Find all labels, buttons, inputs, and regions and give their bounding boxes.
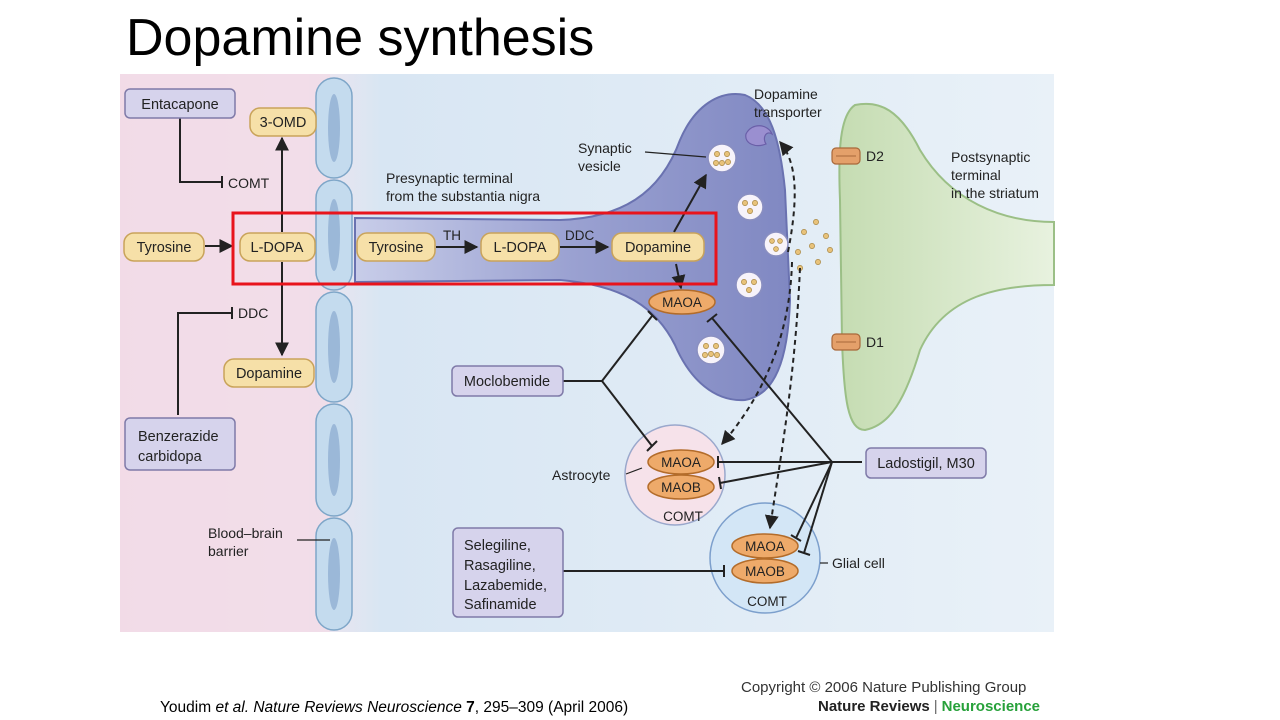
glial-cell-label: Glial cell	[832, 555, 885, 571]
journal-brand: Nature Reviews|Neuroscience	[818, 698, 1040, 715]
blood-brain-barrier-cells	[315, 77, 353, 631]
ldopa-left-box	[239, 232, 316, 262]
tyrosine-mid-label: Tyrosine	[369, 240, 424, 256]
moclobemide-label: Moclobemide	[464, 374, 550, 390]
maoa-presynaptic	[648, 289, 716, 315]
postsynaptic-label-line3: in the striatum	[951, 185, 1039, 201]
ldopa-mid-label: L-DOPA	[494, 240, 547, 256]
dopamine-left-box	[223, 358, 315, 388]
slide-title: Dopamine synthesis	[126, 9, 595, 67]
postsynaptic-label-line1: Postsynaptic	[951, 149, 1030, 165]
dopamine-molecules	[702, 151, 833, 358]
postsynaptic-label-line2: terminal	[951, 167, 1001, 183]
blood-brain-barrier-label-line1: Blood–brain	[208, 525, 283, 541]
presynaptic-label-line1: Presynaptic terminal	[386, 170, 513, 186]
three-omd-label: 3-OMD	[260, 115, 307, 131]
maob-astrocyte	[647, 474, 715, 500]
comt-glial-label: COMT	[747, 594, 787, 609]
th-label: TH	[443, 228, 461, 243]
benzerazide-label-line2: carbidopa	[138, 449, 203, 465]
citation: Youdim et al. Nature Reviews Neuroscienc…	[160, 699, 628, 717]
entacapone-label: Entacapone	[141, 97, 218, 113]
citation-volume: 7	[466, 699, 475, 716]
dashed-reuptake-arrows	[721, 140, 801, 530]
maob-glial-label: MAOB	[745, 564, 785, 579]
selegiline-label-line4: Safinamide	[464, 597, 537, 613]
highlight-box	[231, 211, 718, 286]
ldopa-left-label: L-DOPA	[251, 240, 304, 256]
ldopa-mid-box	[480, 232, 560, 262]
comt-astrocyte-label: COMT	[663, 509, 703, 524]
dopamine-transporter-label-line1: Dopamine	[754, 86, 818, 102]
tyrosine-left-box	[123, 232, 205, 262]
citation-pages: , 295–309 (April 2006)	[474, 699, 629, 716]
citation-journal: et al. Nature Reviews Neuroscience	[215, 699, 462, 716]
tyrosine-left-label: Tyrosine	[137, 240, 192, 256]
selegiline-label-line1: Selegiline,	[464, 538, 531, 554]
maoa-glial-label: MAOA	[745, 539, 785, 554]
copyright-notice: Copyright © 2006 Nature Publishing Group	[741, 679, 1027, 696]
ddc-left-label: DDC	[238, 305, 268, 321]
selegiline-label-line3: Lazabemide,	[464, 578, 547, 594]
dopamine-left-label: Dopamine	[236, 366, 302, 382]
journal-name: Nature Reviews	[818, 698, 930, 715]
ladostigil-label: Ladostigil, M30	[877, 456, 975, 472]
journal-separator: |	[933, 698, 938, 715]
maoa-presynaptic-label: MAOA	[662, 295, 702, 310]
selegiline-box	[452, 527, 564, 618]
d2-receptor-icon	[831, 147, 861, 165]
benzerazide-label-line1: Benzerazide	[138, 429, 219, 445]
ladostigil-box	[865, 447, 987, 479]
dopamine-transporter-icon	[745, 125, 774, 147]
astrocyte-label: Astrocyte	[552, 467, 611, 483]
three-omd-box	[249, 107, 317, 137]
dopamine-mid-box	[611, 232, 705, 262]
pathway-lines	[177, 118, 862, 577]
synaptic-vesicle-label-line2: vesicle	[578, 158, 621, 174]
comt-left-label: COMT	[228, 175, 270, 191]
d2-label: D2	[866, 148, 884, 164]
dopamine-mid-label: Dopamine	[625, 240, 691, 256]
entacapone-box	[124, 88, 236, 119]
ddc-mid-label: DDC	[565, 228, 594, 243]
maoa-glial	[731, 533, 799, 559]
d1-label: D1	[866, 334, 884, 350]
dopamine-transporter-label-line2: transporter	[754, 104, 822, 120]
maob-glial	[731, 558, 799, 584]
citation-authors: Youdim	[160, 699, 216, 716]
maoa-astrocyte	[647, 449, 715, 475]
presynaptic-label-line2: from the substantia nigra	[386, 188, 540, 204]
journal-section: Neuroscience	[941, 698, 1041, 715]
maoa-astrocyte-label: MAOA	[661, 455, 701, 470]
benzerazide-box	[124, 417, 236, 471]
blood-brain-barrier-label-line2: barrier	[208, 543, 249, 559]
moclobemide-box	[451, 365, 564, 397]
tyrosine-mid-box	[356, 232, 436, 262]
maob-astrocyte-label: MAOB	[661, 480, 701, 495]
selegiline-label-line2: Rasagiline,	[464, 558, 536, 574]
d1-receptor-icon	[831, 333, 861, 351]
synaptic-vesicle-label-line1: Synaptic	[578, 140, 632, 156]
